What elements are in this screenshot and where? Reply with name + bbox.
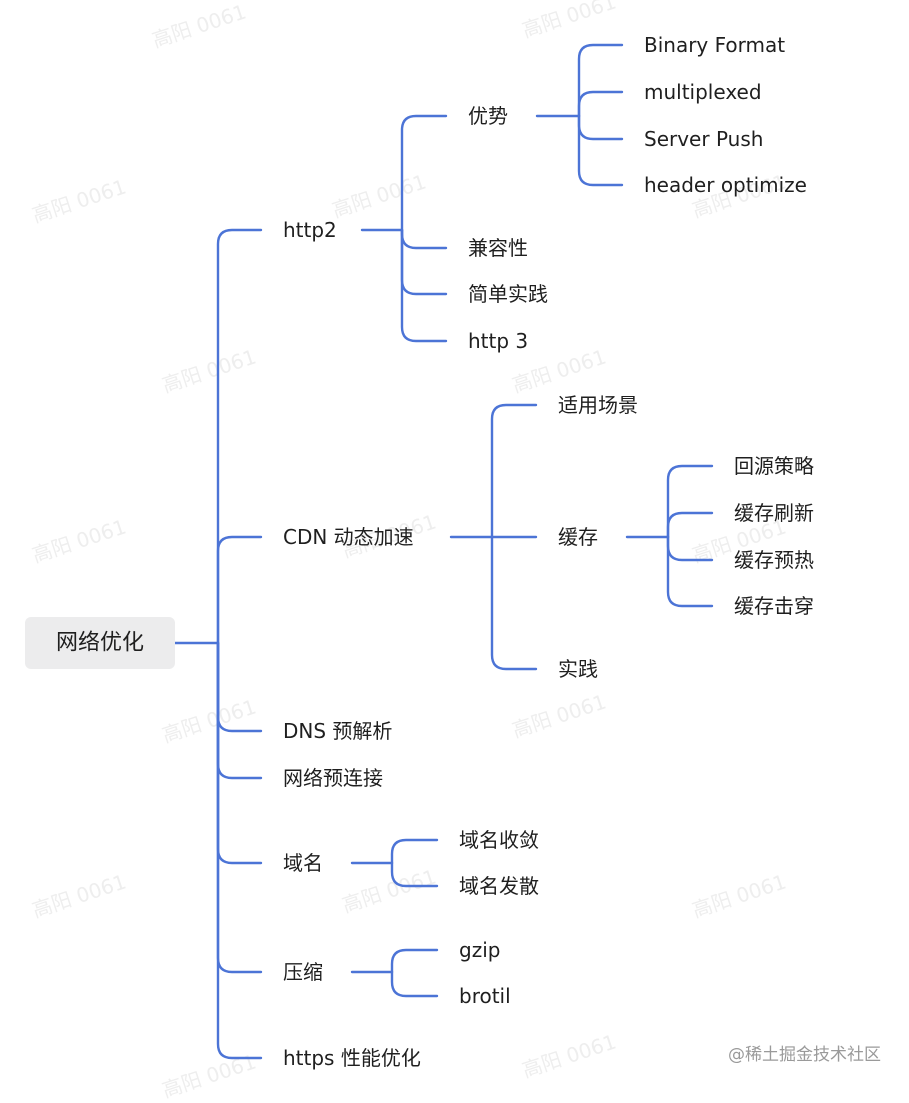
- level2-1-1-link-2: [666, 535, 714, 562]
- level1-node-5: 压缩: [283, 960, 323, 984]
- level2-node-5-0: gzip: [459, 938, 500, 962]
- level1-0-link-0: [400, 114, 448, 232]
- level2-node-4-0: 域名收敛: [459, 828, 539, 852]
- level1-node-3: 网络预连接: [283, 766, 383, 790]
- level1-0-link-3: [400, 228, 448, 343]
- level2-node-0-0: 优势: [468, 104, 508, 128]
- level3-node-0-0-3: header optimize: [644, 173, 807, 197]
- level2-node-1-2: 实践: [558, 657, 598, 681]
- level2-node-1-1: 缓存: [558, 525, 598, 549]
- level3-node-0-0-0: Binary Format: [644, 33, 785, 57]
- level1-5-link-0: [390, 948, 439, 974]
- level3-node-0-0-2: Server Push: [644, 127, 763, 151]
- level2-0-0-link-0: [577, 43, 624, 118]
- level1-0-link-2: [400, 228, 448, 296]
- level2-node-4-1: 域名发散: [459, 874, 539, 898]
- mind-map-links: [173, 43, 714, 1060]
- level3-node-1-1-2: 缓存预热: [734, 548, 814, 572]
- root-link-1: [216, 535, 263, 645]
- level3-node-1-1-0: 回源策略: [734, 454, 814, 478]
- level1-1-link-0: [490, 403, 538, 539]
- level1-node-2: DNS 预解析: [283, 719, 392, 743]
- root-link-5: [216, 641, 263, 974]
- root-link-6: [216, 641, 263, 1060]
- level1-5-link-1: [390, 970, 439, 998]
- root-link-0: [216, 228, 263, 645]
- level2-1-1-link-0: [666, 464, 714, 539]
- level3-node-1-1-1: 缓存刷新: [734, 501, 814, 525]
- root-link-4: [216, 641, 263, 865]
- level1-4-link-1: [390, 861, 439, 888]
- root-node-label: 网络优化: [56, 631, 144, 656]
- level2-0-0-link-1: [577, 90, 624, 118]
- level2-node-0-1: 兼容性: [468, 236, 528, 260]
- level2-node-0-2: 简单实践: [468, 282, 548, 306]
- root-node-box: [25, 617, 175, 669]
- root-link-3: [216, 641, 263, 780]
- level1-node-6: https 性能优化: [283, 1046, 421, 1070]
- level1-4-link-0: [390, 838, 439, 865]
- level1-1-link-2: [490, 535, 538, 671]
- level3-node-1-1-3: 缓存击穿: [734, 594, 814, 618]
- level3-node-0-0-1: multiplexed: [644, 80, 762, 104]
- mind-map-nodes: 网络优化 http2 优势 Binary Format multiplexedServe…: [25, 33, 814, 1070]
- level2-node-5-1: brotil: [459, 984, 511, 1008]
- level2-1-1-link-3: [666, 535, 714, 608]
- level2-0-0-link-2: [577, 114, 624, 141]
- level1-node-1: CDN 动态加速: [283, 525, 414, 549]
- level2-0-0-link-3: [577, 114, 624, 187]
- level1-node-4: 域名: [283, 851, 323, 875]
- level1-0-link-1: [400, 228, 448, 250]
- footer-credit: @稀土掘金技术社区: [728, 1045, 881, 1065]
- root-link-2: [216, 641, 263, 733]
- level1-node-0: http2: [283, 218, 337, 242]
- level2-node-1-0: 适用场景: [558, 393, 638, 417]
- level2-node-0-3: http 3: [468, 329, 528, 353]
- level2-1-1-link-1: [666, 511, 714, 539]
